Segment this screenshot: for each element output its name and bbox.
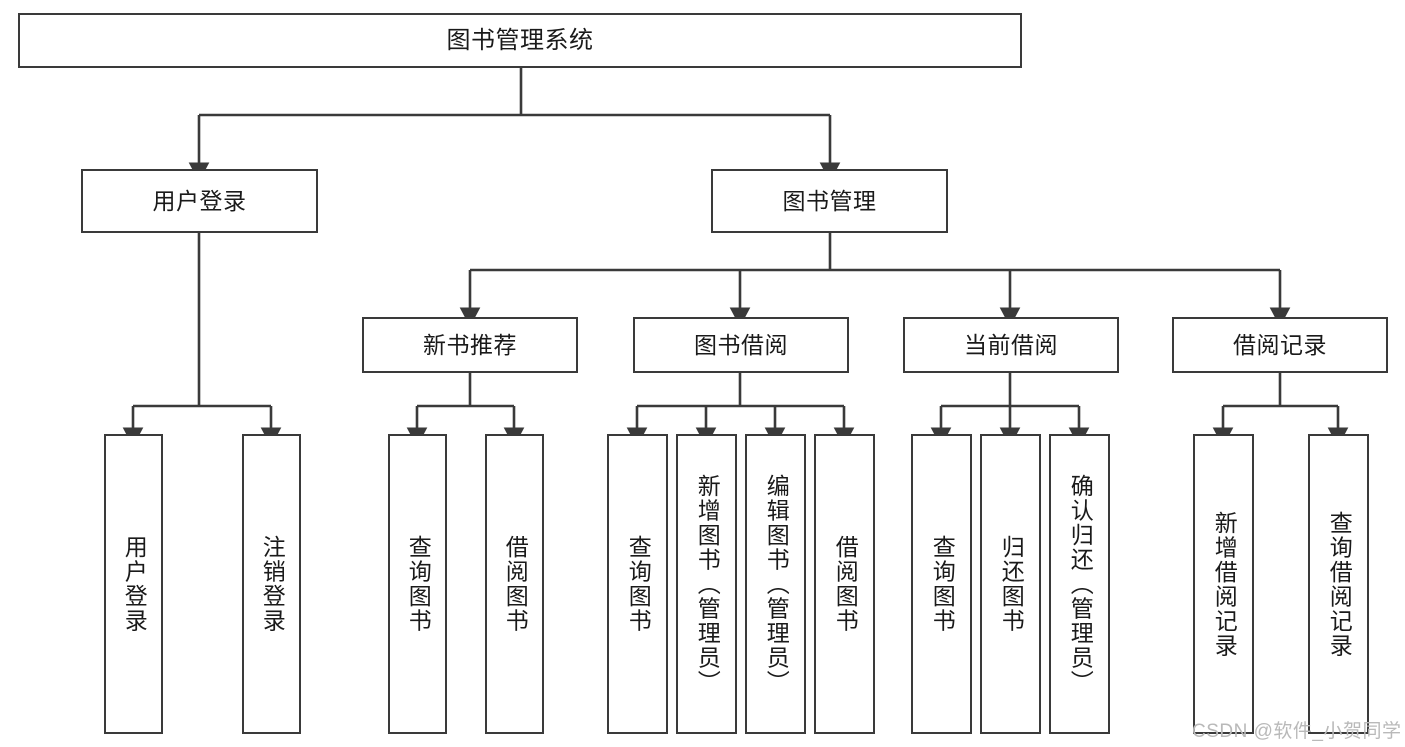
leaf-book-borrow-borrow-book[interactable]: 借阅图书 — [814, 434, 875, 734]
node-label: 借阅记录 — [1233, 331, 1327, 358]
leaf-current-borrow-confirm-return-admin[interactable]: 确认归还（管理员） — [1049, 434, 1110, 734]
leaf-borrow-record-add-record[interactable]: 新增借阅记录 — [1193, 434, 1254, 734]
node-label: 用户登录 — [121, 535, 148, 633]
node-label: 图书管理 — [782, 187, 877, 214]
node-label: 归还图书 — [998, 535, 1025, 633]
node-label: 当前借阅 — [964, 331, 1058, 358]
leaf-logout[interactable]: 注销登录 — [242, 434, 301, 734]
node-user-login[interactable]: 用户登录 — [81, 169, 318, 233]
leaf-borrow-record-query-record[interactable]: 查询借阅记录 — [1308, 434, 1369, 734]
node-new-book-recommend[interactable]: 新书推荐 — [362, 317, 578, 373]
node-label: 查询图书 — [625, 535, 652, 633]
leaf-book-borrow-edit-book-admin[interactable]: 编辑图书（管理员） — [745, 434, 806, 734]
node-root-book-management-system[interactable]: 图书管理系统 — [18, 13, 1022, 68]
node-label: 查询借阅记录 — [1326, 510, 1353, 658]
node-label: 注销登录 — [259, 535, 286, 633]
node-label: 借阅图书 — [502, 535, 529, 633]
leaf-user-login[interactable]: 用户登录 — [104, 434, 163, 734]
leaf-current-borrow-query-book[interactable]: 查询图书 — [911, 434, 972, 734]
leaf-current-borrow-return-book[interactable]: 归还图书 — [980, 434, 1041, 734]
leaf-new-book-query-book[interactable]: 查询图书 — [388, 434, 447, 734]
node-label: 新书推荐 — [423, 331, 517, 358]
node-book-management[interactable]: 图书管理 — [711, 169, 948, 233]
node-label: 用户登录 — [152, 187, 247, 214]
leaf-book-borrow-query-book[interactable]: 查询图书 — [607, 434, 668, 734]
node-label: 图书管理系统 — [446, 26, 594, 54]
node-label: 新增借阅记录 — [1211, 510, 1238, 658]
node-label: 查询图书 — [405, 535, 432, 633]
node-current-borrow[interactable]: 当前借阅 — [903, 317, 1119, 373]
leaf-book-borrow-add-book-admin[interactable]: 新增图书（管理员） — [676, 434, 737, 734]
node-label: 确认归还（管理员） — [1067, 473, 1094, 695]
node-label: 查询图书 — [929, 535, 956, 633]
node-book-borrow[interactable]: 图书借阅 — [633, 317, 849, 373]
leaf-new-book-borrow-book[interactable]: 借阅图书 — [485, 434, 544, 734]
node-label: 编辑图书（管理员） — [763, 473, 790, 695]
node-borrow-record[interactable]: 借阅记录 — [1172, 317, 1388, 373]
node-label: 新增图书（管理员） — [694, 473, 721, 695]
node-label: 借阅图书 — [832, 535, 859, 633]
node-label: 图书借阅 — [694, 331, 788, 358]
